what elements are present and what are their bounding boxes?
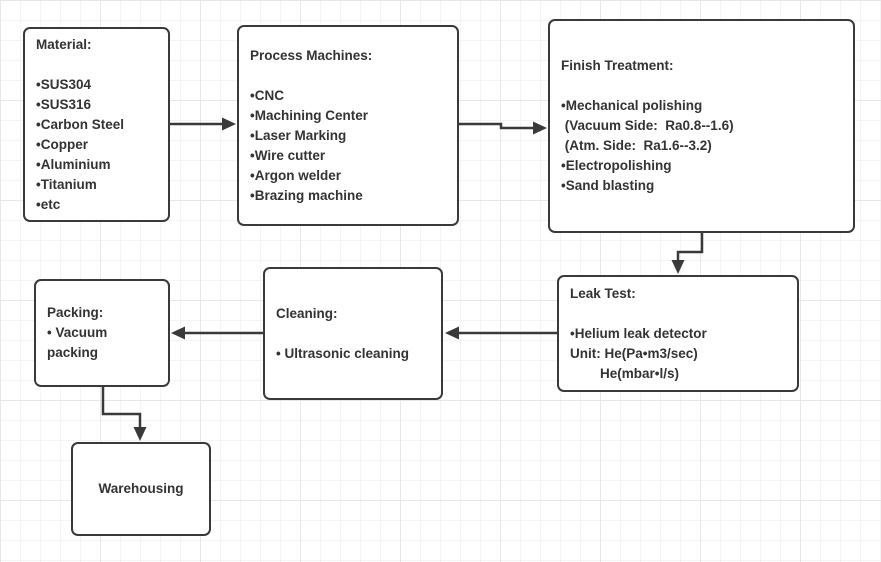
node-leak-test-text: Leak Test: •Helium leak detector Unit: H… (570, 285, 707, 381)
node-material: Material: •SUS304 •SUS316 •Carbon Steel … (23, 27, 170, 222)
connector-cleaning-to-packing (171, 326, 263, 340)
node-cleaning: Cleaning: • Ultrasonic cleaning (263, 267, 443, 400)
node-warehousing: Warehousing (71, 442, 211, 536)
node-process-machines-text: Process Machines: •CNC •Machining Center… (250, 47, 373, 203)
connector-leak-test-to-cleaning (445, 326, 557, 340)
node-warehousing-text: Warehousing (98, 481, 184, 496)
connector-finish-treatment-to-leak-test (671, 233, 704, 274)
node-process-machines: Process Machines: •CNC •Machining Center… (237, 25, 459, 226)
connector-packing-to-warehousing (101, 387, 147, 441)
node-finish-treatment-text: Finish Treatment: •Mechanical polishing … (561, 58, 734, 193)
node-material-text: Material: •SUS304 •SUS316 •Carbon Steel … (36, 36, 124, 212)
node-leak-test: Leak Test: •Helium leak detector Unit: H… (557, 275, 799, 392)
connector-material-to-process-machines (170, 117, 236, 131)
node-packing: Packing: • Vacuum packing (34, 279, 170, 387)
connector-process-machines-to-finish-treatment (459, 121, 547, 135)
node-finish-treatment: Finish Treatment: •Mechanical polishing … (548, 19, 855, 233)
node-cleaning-text: Cleaning: • Ultrasonic cleaning (276, 305, 410, 361)
node-packing-text: Packing: • Vacuum packing (47, 305, 108, 360)
